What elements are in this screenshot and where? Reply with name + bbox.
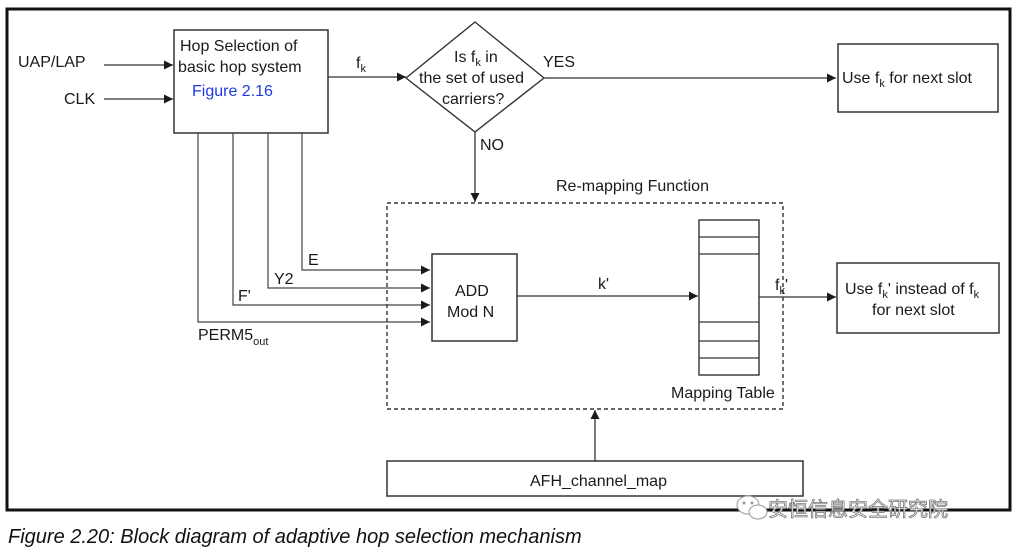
hop-selection-line1: Hop Selection of	[180, 38, 298, 55]
wechat-icon	[736, 495, 768, 520]
use-fk-prime-block	[836, 262, 1000, 334]
signal-e-line	[301, 133, 430, 275]
afh-channel-map-label: AFH_channel_map	[530, 473, 667, 490]
use-fk-block	[837, 43, 999, 113]
signal-e-label: E	[308, 252, 319, 269]
input-uap-lap-label: UAP/LAP	[18, 54, 86, 71]
input-clk-label: CLK	[64, 91, 95, 108]
figure-caption: Figure 2.20: Block diagram of adaptive h…	[8, 526, 582, 548]
k-prime-label: k'	[598, 276, 609, 293]
outer-frame	[5, 7, 1012, 512]
fk-prime-label: fk'	[775, 277, 788, 297]
no-label: NO	[480, 137, 504, 154]
remapping-function-box	[386, 202, 784, 410]
afh-channel-map-block	[386, 460, 804, 497]
hop-selection-block	[173, 29, 329, 134]
svg-text:安恒信息安全研究院: 安恒信息安全研究院	[768, 497, 948, 521]
signal-f-prime-line	[232, 133, 430, 310]
use-fk-prime-line1: Use fk' instead of fk	[845, 281, 980, 301]
signal-y2-line	[267, 133, 430, 293]
mod-n-label: Mod N	[447, 304, 494, 321]
signal-f-prime-label: F'	[238, 288, 251, 305]
decision-line2: the set of used	[419, 70, 524, 87]
signal-perm5-label: PERM5out	[198, 327, 268, 348]
add-label: ADD	[455, 283, 489, 300]
decision-line1: Is fk in	[454, 49, 498, 69]
signal-y2-label: Y2	[274, 271, 294, 288]
watermark: 安恒信息安全研究院	[736, 495, 948, 521]
use-fk-text: Use fk for next slot	[842, 70, 973, 90]
figure-reference-link[interactable]: Figure 2.16	[192, 83, 273, 100]
yes-label: YES	[543, 54, 575, 71]
decision-line3: carriers?	[442, 91, 504, 108]
remapping-title: Re-mapping Function	[556, 178, 709, 195]
signal-perm5-line	[197, 133, 430, 327]
hop-selection-line2: basic hop system	[178, 59, 302, 76]
fk-label: fk	[356, 55, 366, 75]
mapping-table-label: Mapping Table	[671, 385, 775, 402]
add-mod-n-block	[431, 253, 518, 342]
mapping-table	[698, 219, 760, 376]
use-fk-prime-line2: for next slot	[872, 302, 955, 319]
